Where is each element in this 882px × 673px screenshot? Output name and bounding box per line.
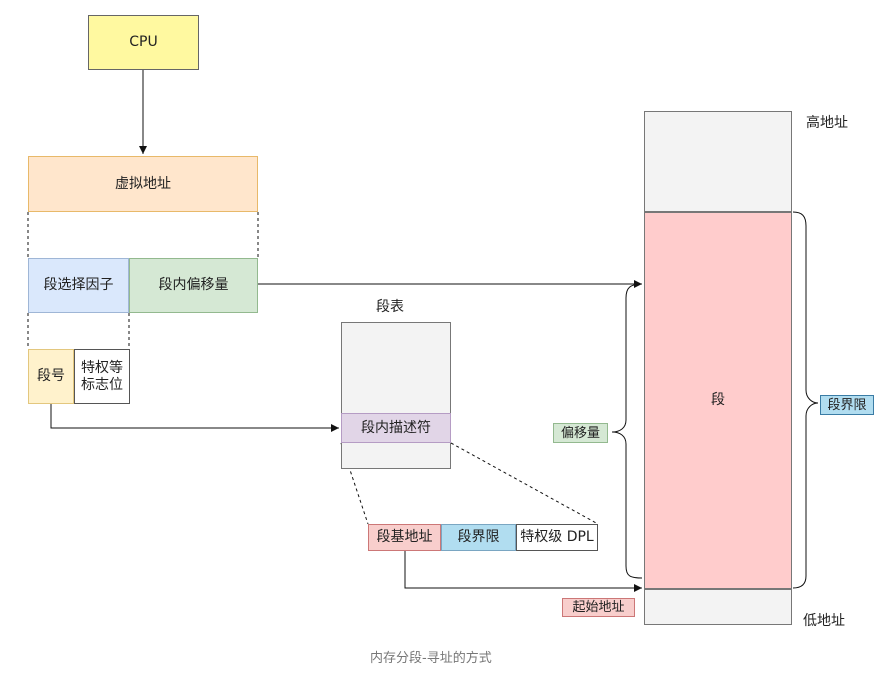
virtual-address-box: 虚拟地址 [28,156,258,212]
limit-tag: 段界限 [820,395,874,415]
segment-selector-box: 段选择因子 [28,258,129,313]
high-address-label: 高地址 [806,115,848,131]
privilege-level-box: 特权级 DPL [516,524,598,551]
cpu-box: CPU [88,15,199,70]
segment-descriptor-box: 段内描述符 [341,413,451,443]
base-arrow [404,551,642,592]
segment-base-box: 段基地址 [368,524,441,551]
memory-low-region [644,589,792,625]
fan-right [450,442,599,525]
segment-offset-box: 段内偏移量 [129,258,258,313]
memory-high-region [644,111,792,212]
segment-box: 段 [644,212,792,589]
segno-arrow [50,404,339,432]
offset-brace [611,283,643,579]
segment-table-box [341,322,451,469]
segment-limit-box: 段界限 [441,524,516,551]
limit-brace [792,211,819,589]
privilege-flags-box: 特权等标志位 [74,349,130,404]
low-address-label: 低地址 [803,613,845,629]
start-address-tag: 起始地址 [562,598,635,617]
figure-caption: 内存分段-寻址的方式 [370,651,492,666]
offset-tag: 偏移量 [553,423,608,443]
segment-number-box: 段号 [28,349,74,404]
segment-table-title: 段表 [376,299,404,315]
